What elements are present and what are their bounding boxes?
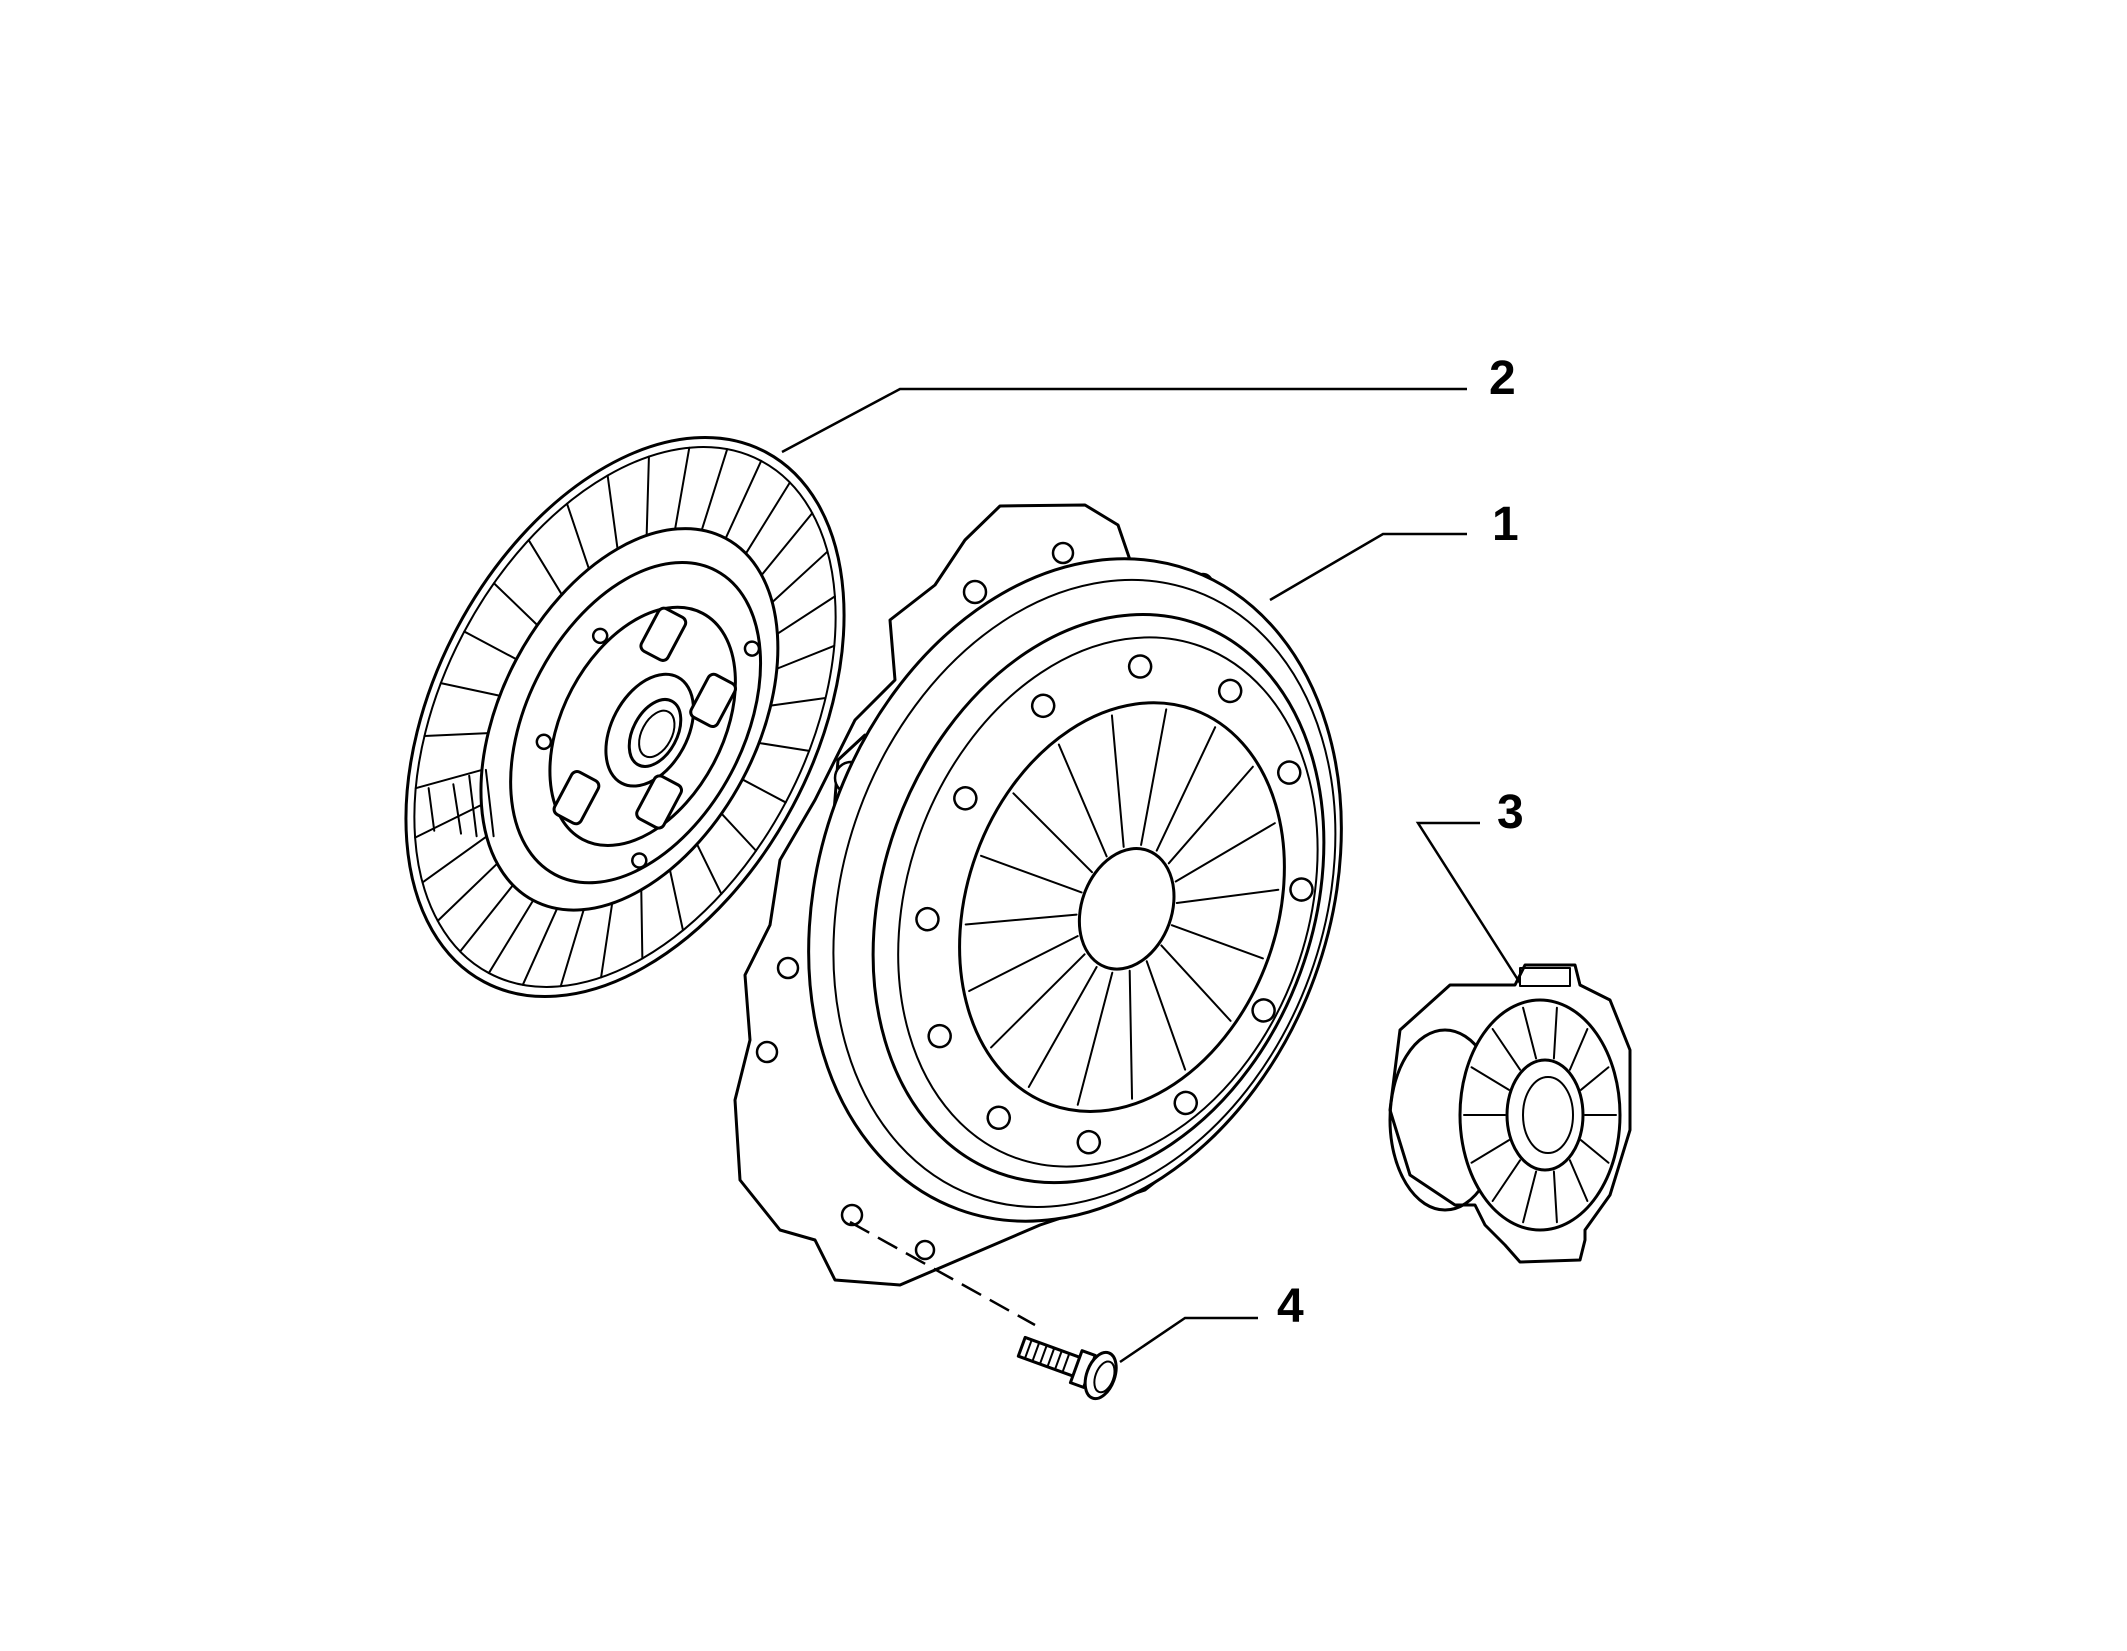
release-bearing	[1388, 821, 1632, 1264]
clutch-pressure-plate	[733, 503, 1467, 1287]
callout-4-label: 4	[1277, 1280, 1304, 1333]
clutch-disc	[404, 387, 1467, 998]
callout-2-label: 2	[1489, 352, 1516, 405]
callout-3-label: 3	[1497, 786, 1524, 839]
callout-1-label: 1	[1492, 498, 1519, 551]
bolt	[849, 1220, 1258, 1401]
